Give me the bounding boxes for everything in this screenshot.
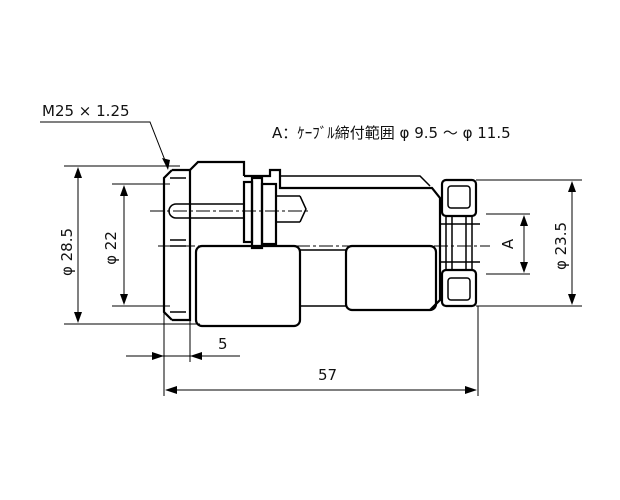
cable-range-note: A：ｹｰﾌﾞﾙ締付範囲 φ 9.5 〜 φ 11.5	[272, 124, 511, 142]
thread-callout: M25 × 1.25	[42, 102, 130, 120]
clamp-diameter-label: φ 23.5	[552, 222, 570, 270]
total-length-dimension	[163, 306, 479, 396]
connector-body	[150, 160, 490, 328]
cable-a-dimension	[486, 213, 530, 275]
cable-a-label: A	[499, 238, 517, 249]
short-length-label: 5	[218, 335, 228, 353]
inner-diameter-dimension	[112, 183, 170, 307]
inner-diameter-label: φ 22	[102, 231, 120, 265]
outer-diameter-dimension	[64, 165, 200, 325]
outer-diameter-label: φ 28.5	[58, 228, 76, 276]
clamp-diameter-dimension	[476, 179, 582, 307]
total-length-label: 57	[318, 366, 337, 384]
thread-leader	[40, 121, 170, 170]
